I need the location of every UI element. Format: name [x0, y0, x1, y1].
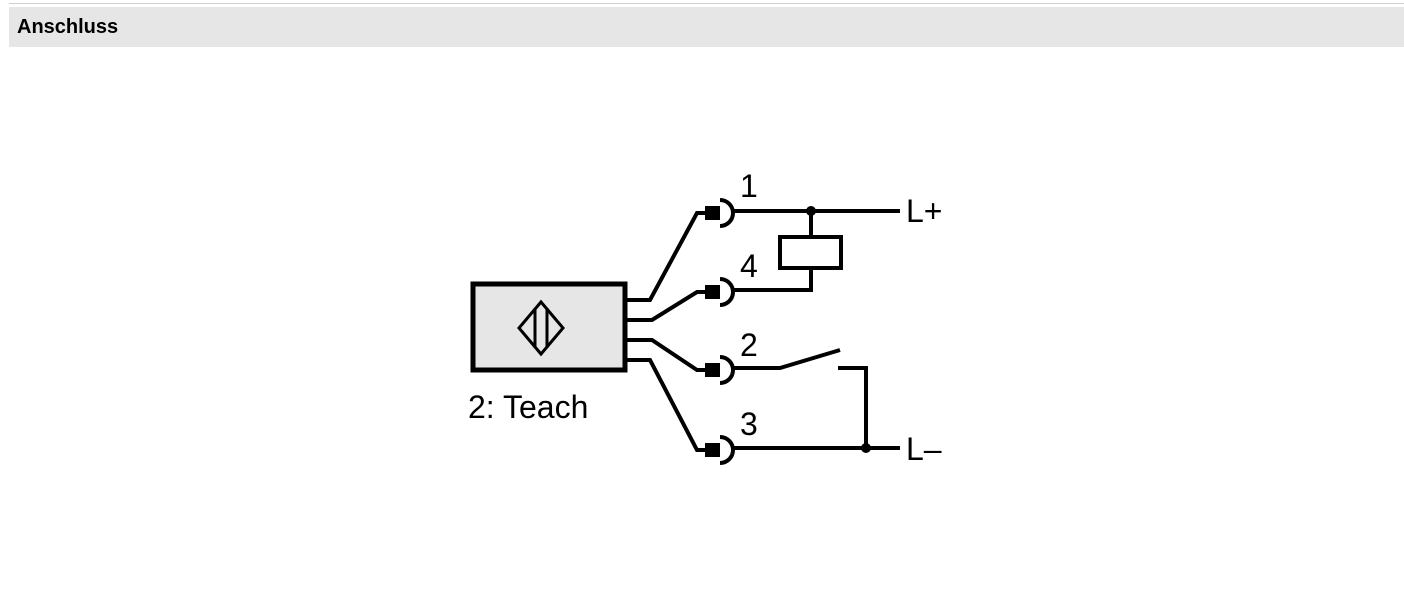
- pin-2-label: 2: [740, 327, 758, 363]
- lead-wire-1: [625, 211, 706, 302]
- section-header: Anschluss: [9, 7, 1404, 47]
- pin-1-label: 1: [740, 168, 758, 204]
- inductive-sensor-icon: [517, 299, 565, 357]
- junction-lminus: [861, 443, 871, 453]
- top-divider: [9, 3, 1404, 4]
- connector-pin-3: [705, 435, 735, 465]
- connector-pin-1: [705, 198, 735, 228]
- supply-negative-label: L–: [906, 431, 942, 467]
- lead-wire-2: [625, 338, 706, 372]
- connector-pin-4: [705, 277, 735, 307]
- lead-wire-3: [625, 358, 706, 452]
- pin-4-label: 4: [740, 248, 758, 284]
- wire-load-to-pin4: [734, 268, 813, 292]
- supply-positive-label: L+: [906, 193, 942, 229]
- sensor-caption: 2: Teach: [468, 389, 588, 425]
- section-title: Anschluss: [17, 15, 119, 38]
- load-relay: [778, 235, 843, 270]
- sensor-body: [470, 281, 628, 373]
- wire-pin2-to-switch: [734, 348, 841, 370]
- connector-pin-2: [705, 355, 735, 385]
- sensor: [470, 281, 628, 373]
- pin-3-label: 3: [740, 406, 758, 442]
- lead-wire-4: [625, 290, 706, 322]
- wire-switch-to-lminus: [838, 366, 868, 448]
